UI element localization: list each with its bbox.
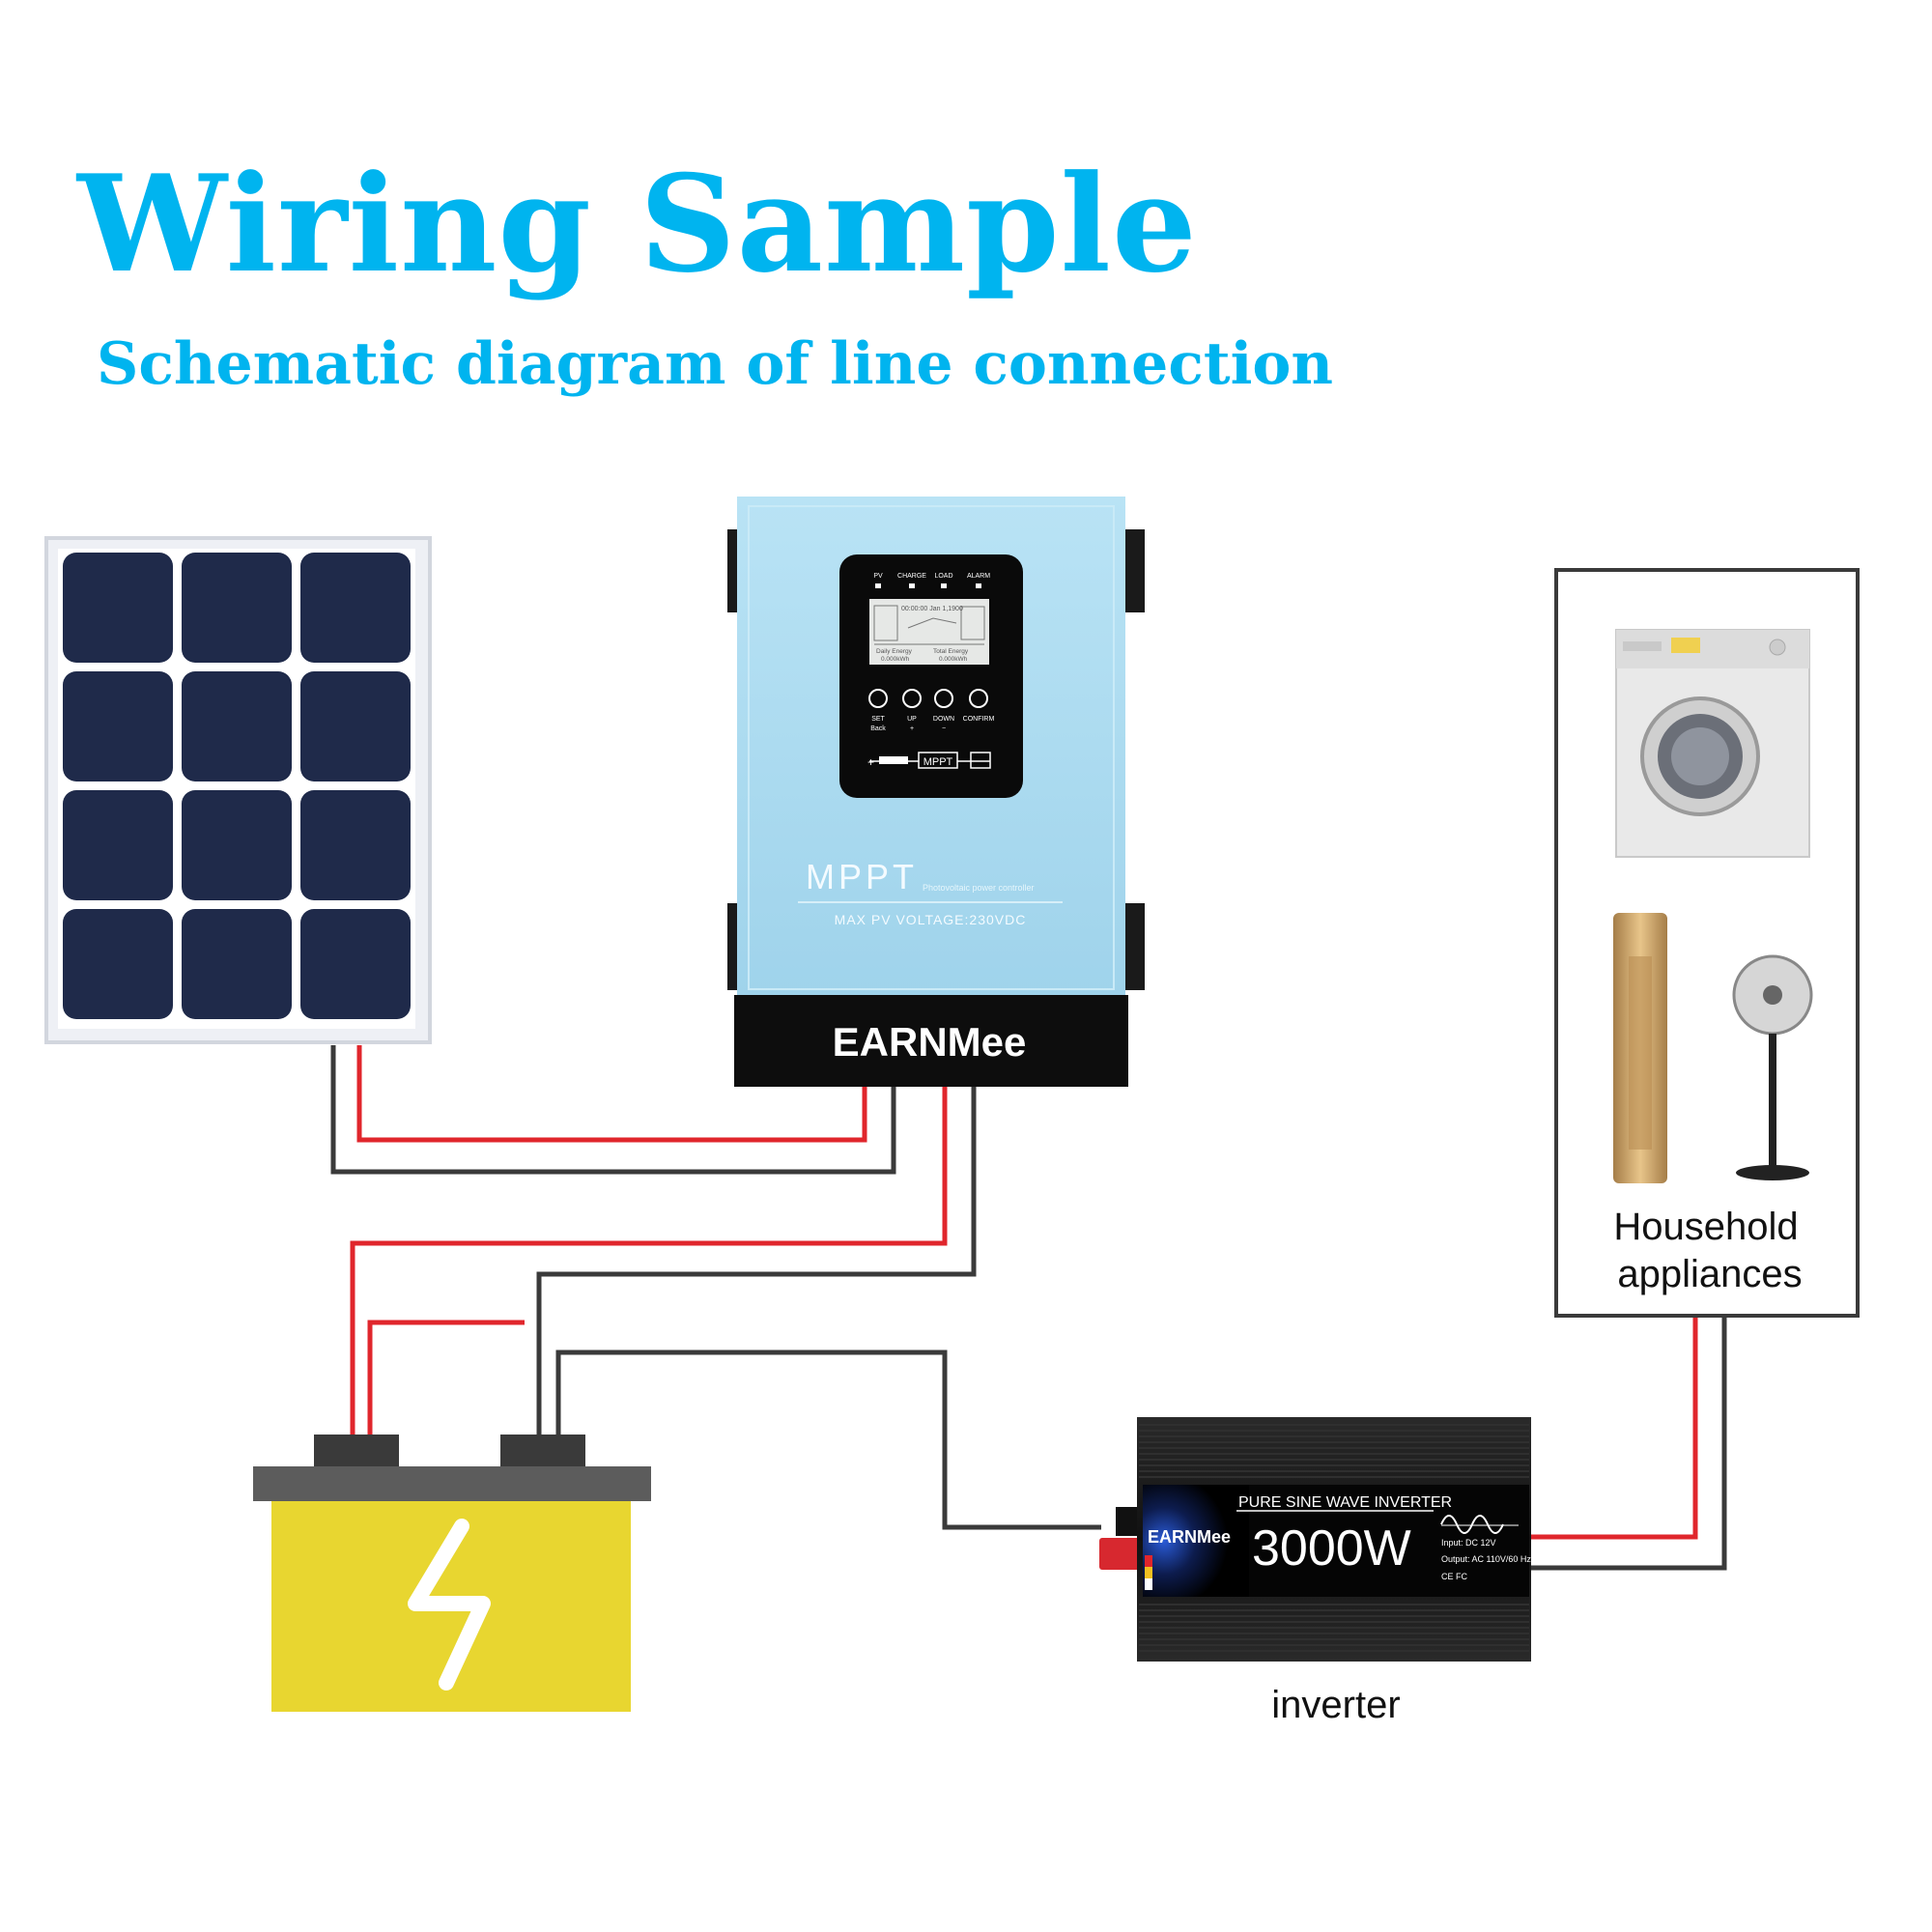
inverter-power: 3000W xyxy=(1252,1520,1411,1577)
appliances-label-line2: appliances xyxy=(1617,1253,1802,1295)
solar-cell xyxy=(300,553,411,663)
lcd-graphic xyxy=(873,605,985,645)
solar-cell xyxy=(63,671,173,781)
inverter-output-spec: Output: AC 110V/60 Hz xyxy=(1441,1554,1531,1564)
indicator-pv: PV xyxy=(873,573,883,580)
wire-battery-negative-from-controller xyxy=(536,1087,977,1435)
button-label: DOWN xyxy=(933,716,954,723)
svg-text:+: + xyxy=(867,755,874,769)
indicator-charge: CHARGE xyxy=(897,573,926,580)
sine-wave-icon xyxy=(1440,1515,1504,1534)
battery-flow-icon xyxy=(970,752,991,769)
wire-inverter-negative xyxy=(555,1350,1101,1530)
button-set[interactable] xyxy=(868,689,888,708)
lightning-bolt-icon xyxy=(408,1519,491,1690)
lcd-daily-energy-label: Daily Energy xyxy=(876,648,913,655)
button-sublabel: − xyxy=(942,725,946,732)
solar-cell xyxy=(300,671,411,781)
lcd-total-energy-value: 0.000kWh xyxy=(939,656,968,663)
button-sublabel: Back xyxy=(870,725,886,732)
indicator-light xyxy=(909,583,915,588)
inverter-brand: EARNMee xyxy=(1148,1527,1231,1547)
wires xyxy=(330,1045,1727,1571)
inverter-flag-stripes xyxy=(1145,1555,1152,1590)
indicator-light xyxy=(875,583,881,588)
solar-cell xyxy=(63,553,173,663)
controller-type-label: MPPT xyxy=(806,857,918,896)
flow-mppt-label: MPPT xyxy=(923,756,953,768)
inverter-label: inverter xyxy=(1271,1684,1400,1726)
washing-machine-icon xyxy=(1615,629,1810,858)
button-down[interactable] xyxy=(934,689,953,708)
button-label: CONFIRM xyxy=(963,716,995,723)
lcd-total-energy-label: Total Energy xyxy=(933,648,969,655)
lcd-daily-energy-value: 0.000kWh xyxy=(881,656,910,663)
wire-inverter-positive xyxy=(367,1320,525,1435)
controller-brand: EARNMee xyxy=(833,1019,1027,1065)
solar-panel xyxy=(44,536,432,1044)
solar-cell xyxy=(63,909,173,1019)
wire-pv-negative xyxy=(330,1045,896,1175)
solar-cell xyxy=(182,671,292,781)
button-sublabel: + xyxy=(910,725,914,732)
button-label: UP xyxy=(907,716,917,723)
page-subtitle: Schematic diagram of line connection xyxy=(97,330,1334,398)
inverter: PURE SINE WAVE INVERTER EARNMee 3000W In… xyxy=(1099,1417,1531,1662)
solar-cell xyxy=(182,553,292,663)
wire-ac-line xyxy=(1531,1316,1698,1540)
button-confirm[interactable] xyxy=(969,689,988,708)
button-label: SET xyxy=(871,716,885,723)
solar-cell xyxy=(182,909,292,1019)
controller-max-voltage: MAX PV VOLTAGE:230VDC xyxy=(835,912,1027,927)
standing-fan-icon xyxy=(1732,954,1813,1180)
wire-battery-positive-from-controller xyxy=(350,1087,948,1435)
solar-cell xyxy=(182,790,292,900)
indicator-alarm: ALARM xyxy=(967,573,990,580)
inverter-cert-marks: CE FC xyxy=(1441,1572,1468,1581)
appliances-label-line1: Household xyxy=(1613,1206,1798,1248)
inverter-model-text: PURE SINE WAVE INVERTER xyxy=(1238,1494,1452,1511)
battery xyxy=(253,1435,651,1712)
wire-pv-positive xyxy=(356,1045,867,1143)
appliances-box: Household appliances xyxy=(1554,568,1860,1318)
wire-ac-neutral xyxy=(1531,1316,1727,1571)
indicator-light xyxy=(941,583,947,588)
solar-cell xyxy=(300,790,411,900)
controller-type-sublabel: Photovoltaic power controller xyxy=(923,883,1035,893)
lcd-time: 00:00:00 Jan 1,1900 xyxy=(901,606,963,612)
solar-cell xyxy=(300,909,411,1019)
tower-fan-icon xyxy=(1613,913,1667,1183)
panel-flow-icon xyxy=(879,756,908,764)
button-up[interactable] xyxy=(902,689,922,708)
mppt-controller: PV CHARGE LOAD ALARM 00:00:00 Jan 1,1900 Da… xyxy=(727,497,1145,1087)
indicator-load: LOAD xyxy=(934,573,952,580)
page-title: Wiring Sample xyxy=(77,145,1198,302)
solar-cell xyxy=(63,790,173,900)
inverter-input-spec: Input: DC 12V xyxy=(1441,1538,1496,1548)
indicator-light xyxy=(976,583,981,588)
